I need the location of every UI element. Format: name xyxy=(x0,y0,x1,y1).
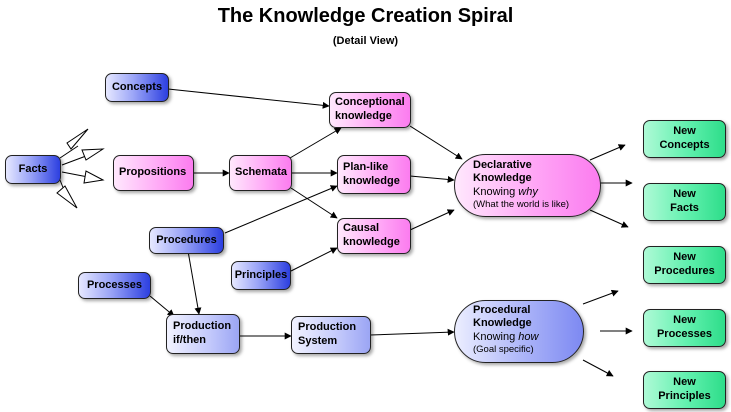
edge-procedures-planlike xyxy=(224,185,338,234)
node-new-principles: New Principles xyxy=(643,371,726,409)
node-propositions: Propositions xyxy=(113,155,194,191)
node-conceptional-knowledge: Conceptional knowledge xyxy=(329,92,411,128)
node-new-procedures: New Procedures xyxy=(643,246,726,284)
edge-system-procedural xyxy=(369,328,455,336)
edge-schemata-conceptional xyxy=(289,127,342,159)
open-arrow-facts-2 xyxy=(81,148,105,161)
procedural-heading: Procedural Knowledge xyxy=(473,304,532,329)
node-production-ifthen: Production if/then xyxy=(166,314,240,354)
open-arrow-facts-1 xyxy=(66,128,89,150)
node-procedural-knowledge: Procedural Knowledge Knowing how (Goal s… xyxy=(454,300,584,363)
node-schemata: Schemata xyxy=(229,155,292,191)
declarative-heading: Declarative Knowledge xyxy=(473,159,532,184)
node-production-system: Production System xyxy=(291,316,371,354)
edge-schemata-causal xyxy=(290,187,338,219)
edge-procedural-out-bot xyxy=(582,359,614,377)
node-principles: Principles xyxy=(231,261,291,290)
node-concepts: Concepts xyxy=(105,73,169,102)
node-declarative-knowledge: Declarative Knowledge Knowing why (What … xyxy=(454,154,601,217)
node-new-processes: New Processes xyxy=(643,309,726,347)
edge-conceptional-declarative xyxy=(409,125,463,160)
node-causal-knowledge: Causal knowledge xyxy=(337,218,411,254)
edge-concepts-conceptional xyxy=(167,88,330,109)
declarative-knowing: Knowing why xyxy=(473,186,538,198)
node-new-concepts: New Concepts xyxy=(643,120,726,158)
edge-procedures-production xyxy=(187,250,202,315)
procedural-subtext: (Goal specific) xyxy=(473,344,534,355)
node-procedures: Procedures xyxy=(149,227,224,254)
node-new-facts: New Facts xyxy=(643,183,726,221)
declarative-subtext: (What the world is like) xyxy=(473,199,570,210)
node-facts: Facts xyxy=(5,155,61,184)
node-planlike-knowledge: Plan-like knowledge xyxy=(337,155,411,194)
edge-principles-causal xyxy=(290,247,338,272)
diagram-subtitle: (Detail View) xyxy=(332,35,399,47)
edge-declarative-out-bot xyxy=(589,209,629,228)
edge-procedural-out-top xyxy=(582,289,619,305)
edge-planlike-declarative xyxy=(409,175,455,183)
open-arrow-facts-3 xyxy=(83,170,105,184)
edge-processes-production xyxy=(149,295,175,317)
diagram-title: The Knowledge Creation Spiral xyxy=(217,5,514,27)
edge-declarative-out-top xyxy=(589,144,626,161)
procedural-knowing: Knowing how xyxy=(473,331,539,343)
open-arrow-facts-4 xyxy=(56,185,78,209)
node-processes: Processes xyxy=(78,272,151,299)
edge-causal-declarative xyxy=(409,209,455,231)
